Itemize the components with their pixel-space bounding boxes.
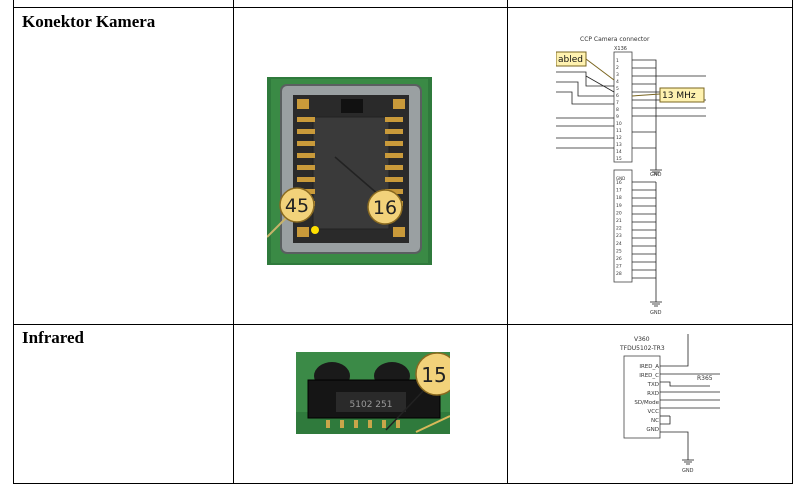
pin-number: 26 <box>616 256 622 262</box>
ir-part: TFDU5102-TR3 <box>619 345 665 352</box>
pin-number: 22 <box>616 226 622 232</box>
ir-ref: V360 <box>634 336 650 343</box>
pin-number: 25 <box>616 248 622 254</box>
pin-number: 12 <box>616 135 622 141</box>
callout-badge <box>415 352 450 396</box>
ir-pin-label: SD/Mode <box>634 400 659 406</box>
pin-number: 7 <box>616 100 619 106</box>
ir-pin-label: IRED_A <box>639 364 659 370</box>
grid-line <box>233 0 234 484</box>
pin-number: 24 <box>616 241 622 247</box>
row-label-camera: Konektor Kamera <box>22 12 156 31</box>
schematic-title: CCP Camera connector <box>580 36 650 43</box>
camera-connector-photo: 45 16 <box>267 77 432 265</box>
pin-number: 16 <box>616 180 622 186</box>
callout-badge <box>367 189 403 225</box>
camera-connector-schematic: CCP Camera connector X136 12345678910111… <box>556 36 706 316</box>
pin-number: 23 <box>616 233 622 239</box>
infrared-module-photo: 5102 251 15 <box>296 352 450 434</box>
pin-number: 8 <box>616 107 619 113</box>
pin-number: 6 <box>616 93 619 99</box>
pin-number: 20 <box>616 210 622 216</box>
grid-line <box>13 7 793 8</box>
callout-45: 45 <box>285 195 309 217</box>
pin-number: 27 <box>616 264 622 270</box>
grid-line <box>13 0 14 484</box>
tag-clock-text: 13 MHz <box>662 91 696 101</box>
gnd-label: GND <box>616 176 625 181</box>
pin-number: 1 <box>616 58 619 64</box>
grid-line <box>13 324 793 325</box>
pin-number: 15 <box>616 156 622 162</box>
grid-line <box>13 483 793 484</box>
pin-number: 17 <box>616 188 622 194</box>
ir-pin-label: NC <box>651 418 659 424</box>
schematic-ref: X136 <box>614 46 627 52</box>
gnd-label: GND <box>682 468 694 474</box>
pin-number: 13 <box>616 142 622 148</box>
pin-number: 9 <box>616 114 619 120</box>
pin-number: 10 <box>616 121 622 127</box>
pin-number: 28 <box>616 271 622 277</box>
resistor-ref: R365 <box>697 375 713 382</box>
pin-number: 4 <box>616 79 619 85</box>
chip-marking: 5102 251 <box>350 400 393 410</box>
pin-number: 3 <box>616 72 619 78</box>
grid-line <box>792 0 793 484</box>
pin-number: 21 <box>616 218 622 224</box>
gnd-label: GND <box>650 310 662 316</box>
tag-enabled-text: abled <box>558 55 583 65</box>
callout-15: 15 <box>421 363 446 387</box>
pin-number: 19 <box>616 203 622 209</box>
tag-clock <box>659 87 705 103</box>
pin-number: 5 <box>616 86 619 92</box>
ir-pin-label: VCC <box>648 409 660 415</box>
grid-line <box>507 0 508 484</box>
ir-pin-label: RXD <box>647 391 659 397</box>
pin-number: 18 <box>616 195 622 201</box>
ir-pin-label: GND <box>646 427 659 433</box>
pin-number: 2 <box>616 65 619 71</box>
pin-number: 14 <box>616 149 622 155</box>
gnd-label: GND <box>650 172 662 178</box>
ir-pin-label: IRED_C <box>639 373 659 379</box>
pin-number: 11 <box>616 128 622 134</box>
row-label-infrared: Infrared <box>22 328 85 347</box>
callout-badge <box>279 187 315 223</box>
callout-16: 16 <box>373 197 397 219</box>
infrared-schematic: V360 TFDU5102-TR3 IRED_A IRED_C TXD RXD SD/M… <box>619 334 720 474</box>
ir-pin-label: TXD <box>647 382 659 388</box>
